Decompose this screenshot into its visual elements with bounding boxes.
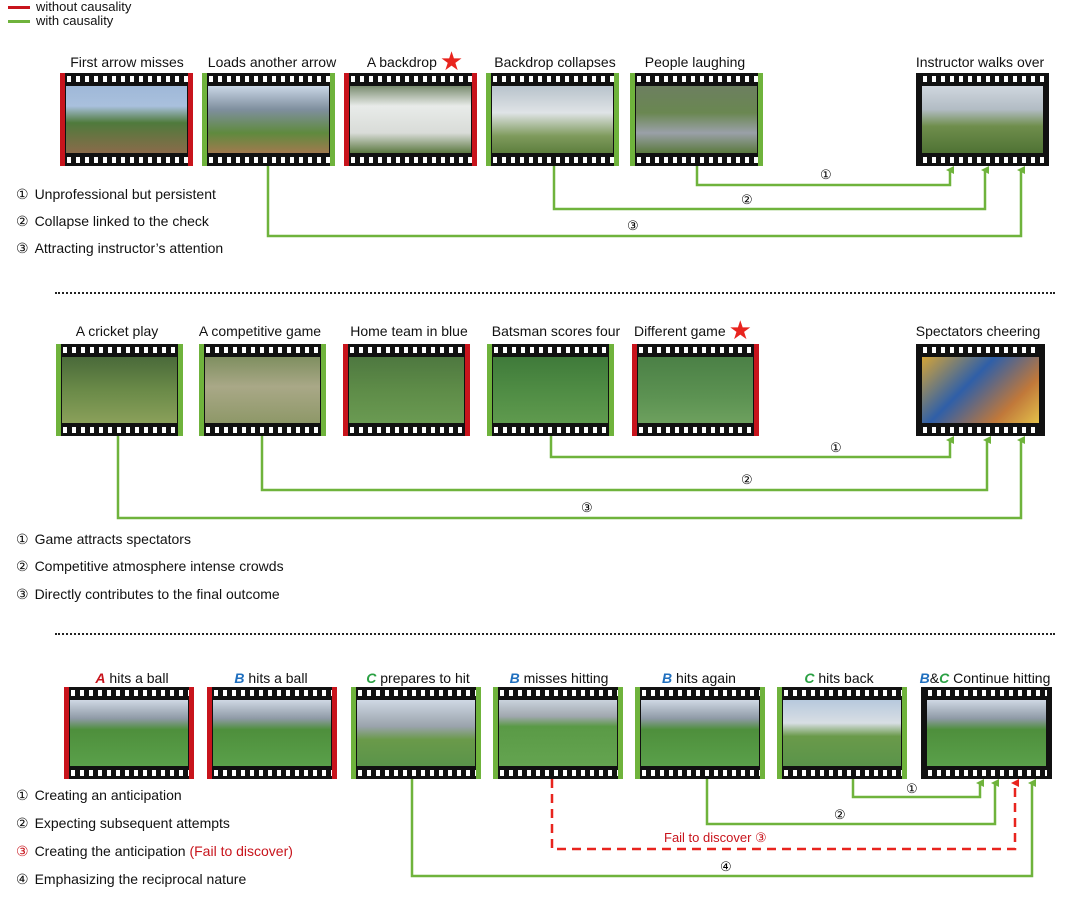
p1-title-3: A backdrop★ (366, 46, 464, 76)
star-icon: ★ (439, 46, 464, 76)
p3-title-1: A hits a ball (95, 670, 169, 686)
legend-with-label: with causality (36, 13, 114, 28)
p3-link-2-label: ② (834, 807, 846, 822)
p3-link-3-failed (550, 779, 1019, 851)
p1-title-5: People laughing (644, 54, 746, 70)
letter: C (804, 670, 815, 686)
p2-link-2-label: ② (741, 472, 753, 487)
p3-title-6: C hits back (804, 670, 874, 686)
p2-title-4: Batsman scores four (491, 323, 621, 339)
p2-frame-5 (632, 344, 759, 436)
p2-frame-2 (199, 344, 326, 436)
legend-without-label: without causality (36, 0, 132, 14)
p3-frame-4 (493, 687, 623, 779)
p2-title-5: Different game★ (634, 315, 752, 345)
legend-with: with causality (8, 14, 131, 28)
p2-title-1: A cricket play (75, 323, 159, 339)
letter: B (919, 670, 930, 686)
p1-frame-6 (916, 73, 1049, 166)
p1-title-6: Instructor walks over (915, 54, 1045, 70)
p2-link-2 (260, 436, 991, 492)
letter: B (234, 670, 245, 686)
p1-frame-2 (202, 73, 335, 166)
p1-link-2 (552, 166, 989, 211)
separator-1 (55, 292, 1055, 294)
p3-frame-5 (635, 687, 765, 779)
p2-frame-1 (56, 344, 183, 436)
p3-frame-1 (64, 687, 194, 779)
p1-frame-5 (630, 73, 763, 166)
p2-link-3 (116, 436, 1025, 520)
p3-title-4: B misses hitting (509, 670, 609, 686)
p3-link-1-label: ① (906, 781, 918, 796)
green-line-swatch (8, 20, 30, 24)
p3-link-2 (705, 779, 999, 826)
p3-frame-7 (921, 687, 1052, 779)
p3-title-2: B hits a ball (234, 670, 308, 686)
p3-title-3: C prepares to hit (366, 670, 470, 686)
p2-link-3-label: ③ (581, 500, 593, 515)
p3-link-4-label: ④ (720, 859, 732, 874)
p1-title-2: Loads another arrow (207, 54, 337, 70)
p3-title-7: B&C Continue hitting (919, 670, 1051, 686)
letter: B (509, 670, 520, 686)
p3-title-5: B hits again (662, 670, 736, 686)
p1-link-3-label: ③ (627, 218, 639, 233)
p2-frame-3 (343, 344, 470, 436)
p2-link-1-label: ① (830, 440, 842, 455)
star-icon: ★ (728, 315, 752, 345)
p1-frame-1 (60, 73, 193, 166)
p1-title-4: Backdrop collapses (494, 54, 616, 70)
p3-frame-6 (777, 687, 907, 779)
separator-2 (55, 633, 1055, 635)
p2-link-1 (549, 436, 954, 459)
letter: B (662, 670, 673, 686)
red-line-swatch (8, 6, 30, 10)
p2-title-2: A competitive game (198, 323, 322, 339)
p2-frame-6 (916, 344, 1045, 436)
p3-frame-2 (207, 687, 337, 779)
p1-frame-4 (486, 73, 619, 166)
p1-link-1 (695, 166, 954, 187)
p1-link-3 (266, 166, 1025, 238)
p2-title-3: Home team in blue (350, 323, 468, 339)
p1-title-1: First arrow misses (70, 54, 184, 70)
p1-link-1-label: ① (820, 167, 832, 182)
p2-frame-4 (487, 344, 614, 436)
p1-link-2-label: ② (741, 192, 753, 207)
p1-frame-3 (344, 73, 477, 166)
letter: C (366, 670, 377, 686)
p3-link-3-label: Fail to discover ③ (664, 830, 767, 845)
p3-frame-3 (351, 687, 481, 779)
p3-link-4 (410, 779, 1036, 878)
letter: A (95, 670, 106, 686)
p3-link-1 (851, 779, 984, 799)
legend: without causality with causality (8, 0, 131, 28)
legend-without: without causality (8, 0, 131, 14)
p2-title-6: Spectators cheering (915, 323, 1041, 339)
letter: C (939, 670, 950, 686)
